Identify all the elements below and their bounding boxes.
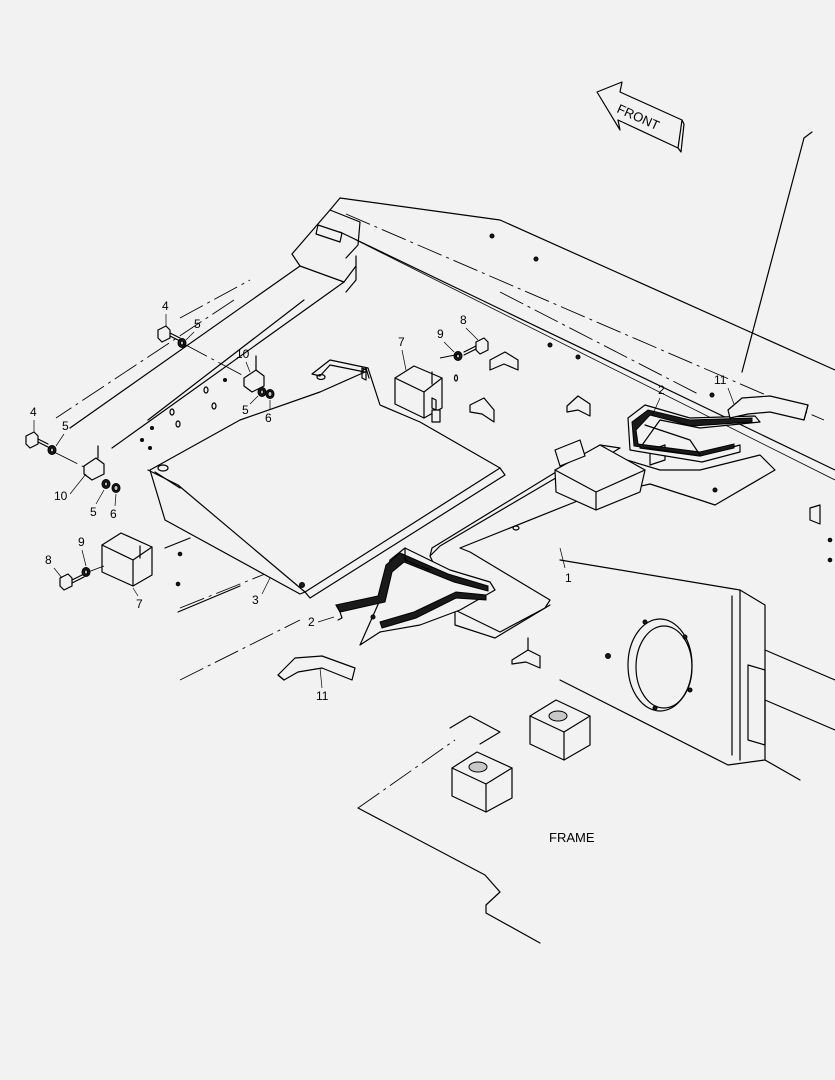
part-8-bolt-lower <box>59 573 85 591</box>
main-frame-top <box>329 197 835 525</box>
part-10-clip-upper <box>243 355 265 393</box>
part-11-strip-upper <box>727 395 809 421</box>
left-frame-rail <box>55 209 361 449</box>
callout-7-lower: 7 <box>136 597 143 611</box>
callout-11-lower: 11 <box>316 689 329 703</box>
frame-floor <box>164 537 541 944</box>
rail-holes <box>140 367 459 450</box>
part-3-plate <box>147 359 506 599</box>
callout-8-lower: 8 <box>45 553 52 567</box>
callout-10-upper: 10 <box>236 347 250 361</box>
part-8-bolt-upper <box>463 337 489 356</box>
part-1-bracket <box>429 439 776 639</box>
part-7-mount-upper <box>394 365 443 423</box>
callout-8-upper: 8 <box>460 313 467 327</box>
callout-9-upper: 9 <box>437 327 444 341</box>
hydraulic-line <box>741 131 813 373</box>
callout-6-a: 6 <box>265 411 272 425</box>
callout-1: 1 <box>565 571 572 585</box>
callout-4-lower: 4 <box>30 405 37 419</box>
part-2-guard-upper <box>627 404 761 463</box>
part-7-mount-lower <box>101 532 153 587</box>
part-4-bolt-upper <box>157 325 181 343</box>
part-10-clip-lower <box>83 445 105 481</box>
floor-mount-blocks <box>449 699 591 813</box>
callout-5-d: 5 <box>90 505 97 519</box>
callout-labels: 1 2 2 3 4 4 5 5 5 5 6 6 7 7 8 8 9 <box>30 299 735 703</box>
washers <box>47 338 463 577</box>
part-2-guard-lower <box>335 547 496 646</box>
callout-7-upper: 7 <box>398 335 405 349</box>
callout-2-lower: 2 <box>308 615 315 629</box>
front-arrow: FRONT <box>596 81 685 153</box>
callout-5-a: 5 <box>194 317 201 331</box>
callout-4-upper: 4 <box>162 299 169 313</box>
callout-6-b: 6 <box>110 507 117 521</box>
callout-5-c: 5 <box>242 403 249 417</box>
callout-2-upper: 2 <box>658 383 665 397</box>
callout-3: 3 <box>252 593 259 607</box>
callout-10-lower: 10 <box>54 489 68 503</box>
part-11-strip-lower <box>277 655 356 681</box>
callout-11-upper: 11 <box>714 373 727 387</box>
callout-9-lower: 9 <box>78 535 85 549</box>
part-4-bolt-lower <box>25 431 49 449</box>
right-frame-housing <box>559 537 835 781</box>
callout-5-b: 5 <box>62 419 69 433</box>
small-clips <box>469 351 591 669</box>
frame-label: FRAME <box>549 830 595 845</box>
